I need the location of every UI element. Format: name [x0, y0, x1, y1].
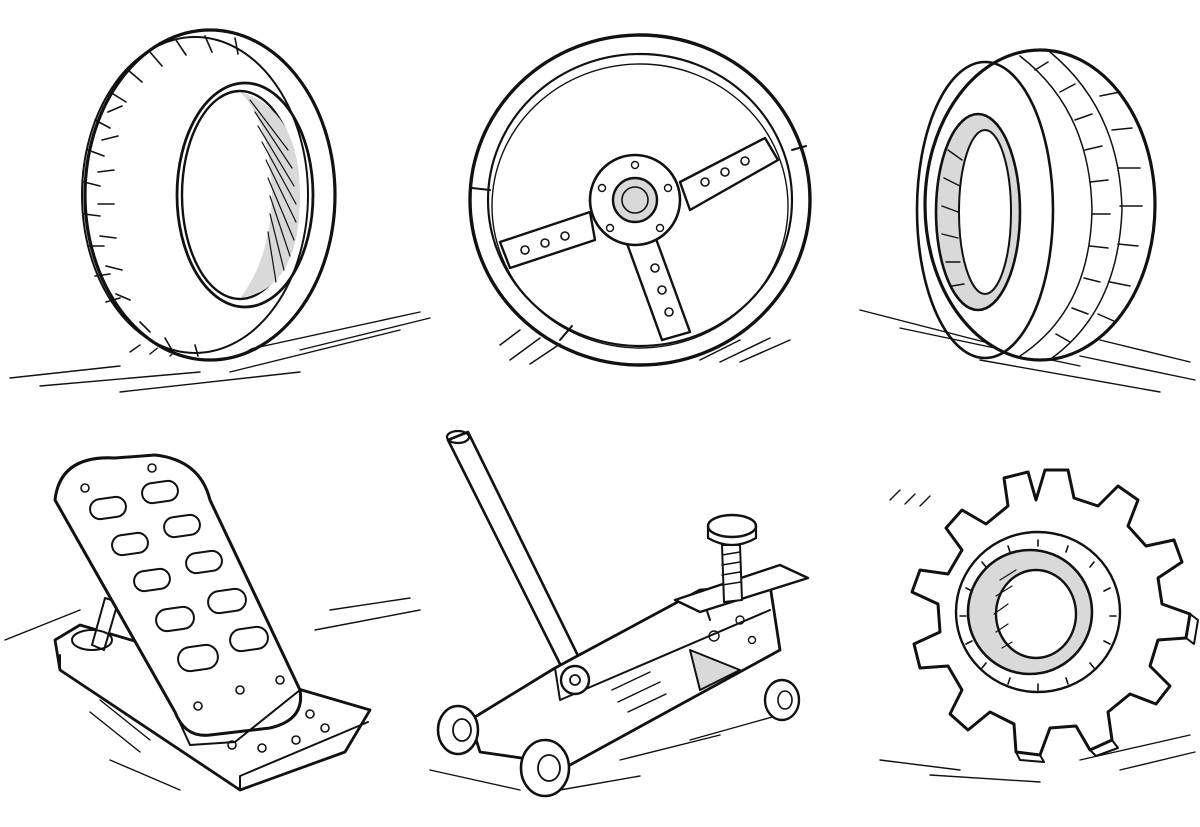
floor-jack-icon: [429, 429, 810, 798]
ground-shadow: [429, 711, 791, 791]
ground-shadow: [499, 329, 791, 365]
car-pedal-icon: [4, 453, 421, 792]
steering-wheel-icon: [468, 33, 812, 367]
jack-wheels: [436, 678, 801, 798]
ground-shadow: [879, 489, 1196, 783]
tire-right-icon: [859, 48, 1196, 393]
ground-shadow: [4, 597, 421, 791]
gear-icon: [879, 468, 1199, 783]
tire-left-icon: [9, 28, 431, 393]
